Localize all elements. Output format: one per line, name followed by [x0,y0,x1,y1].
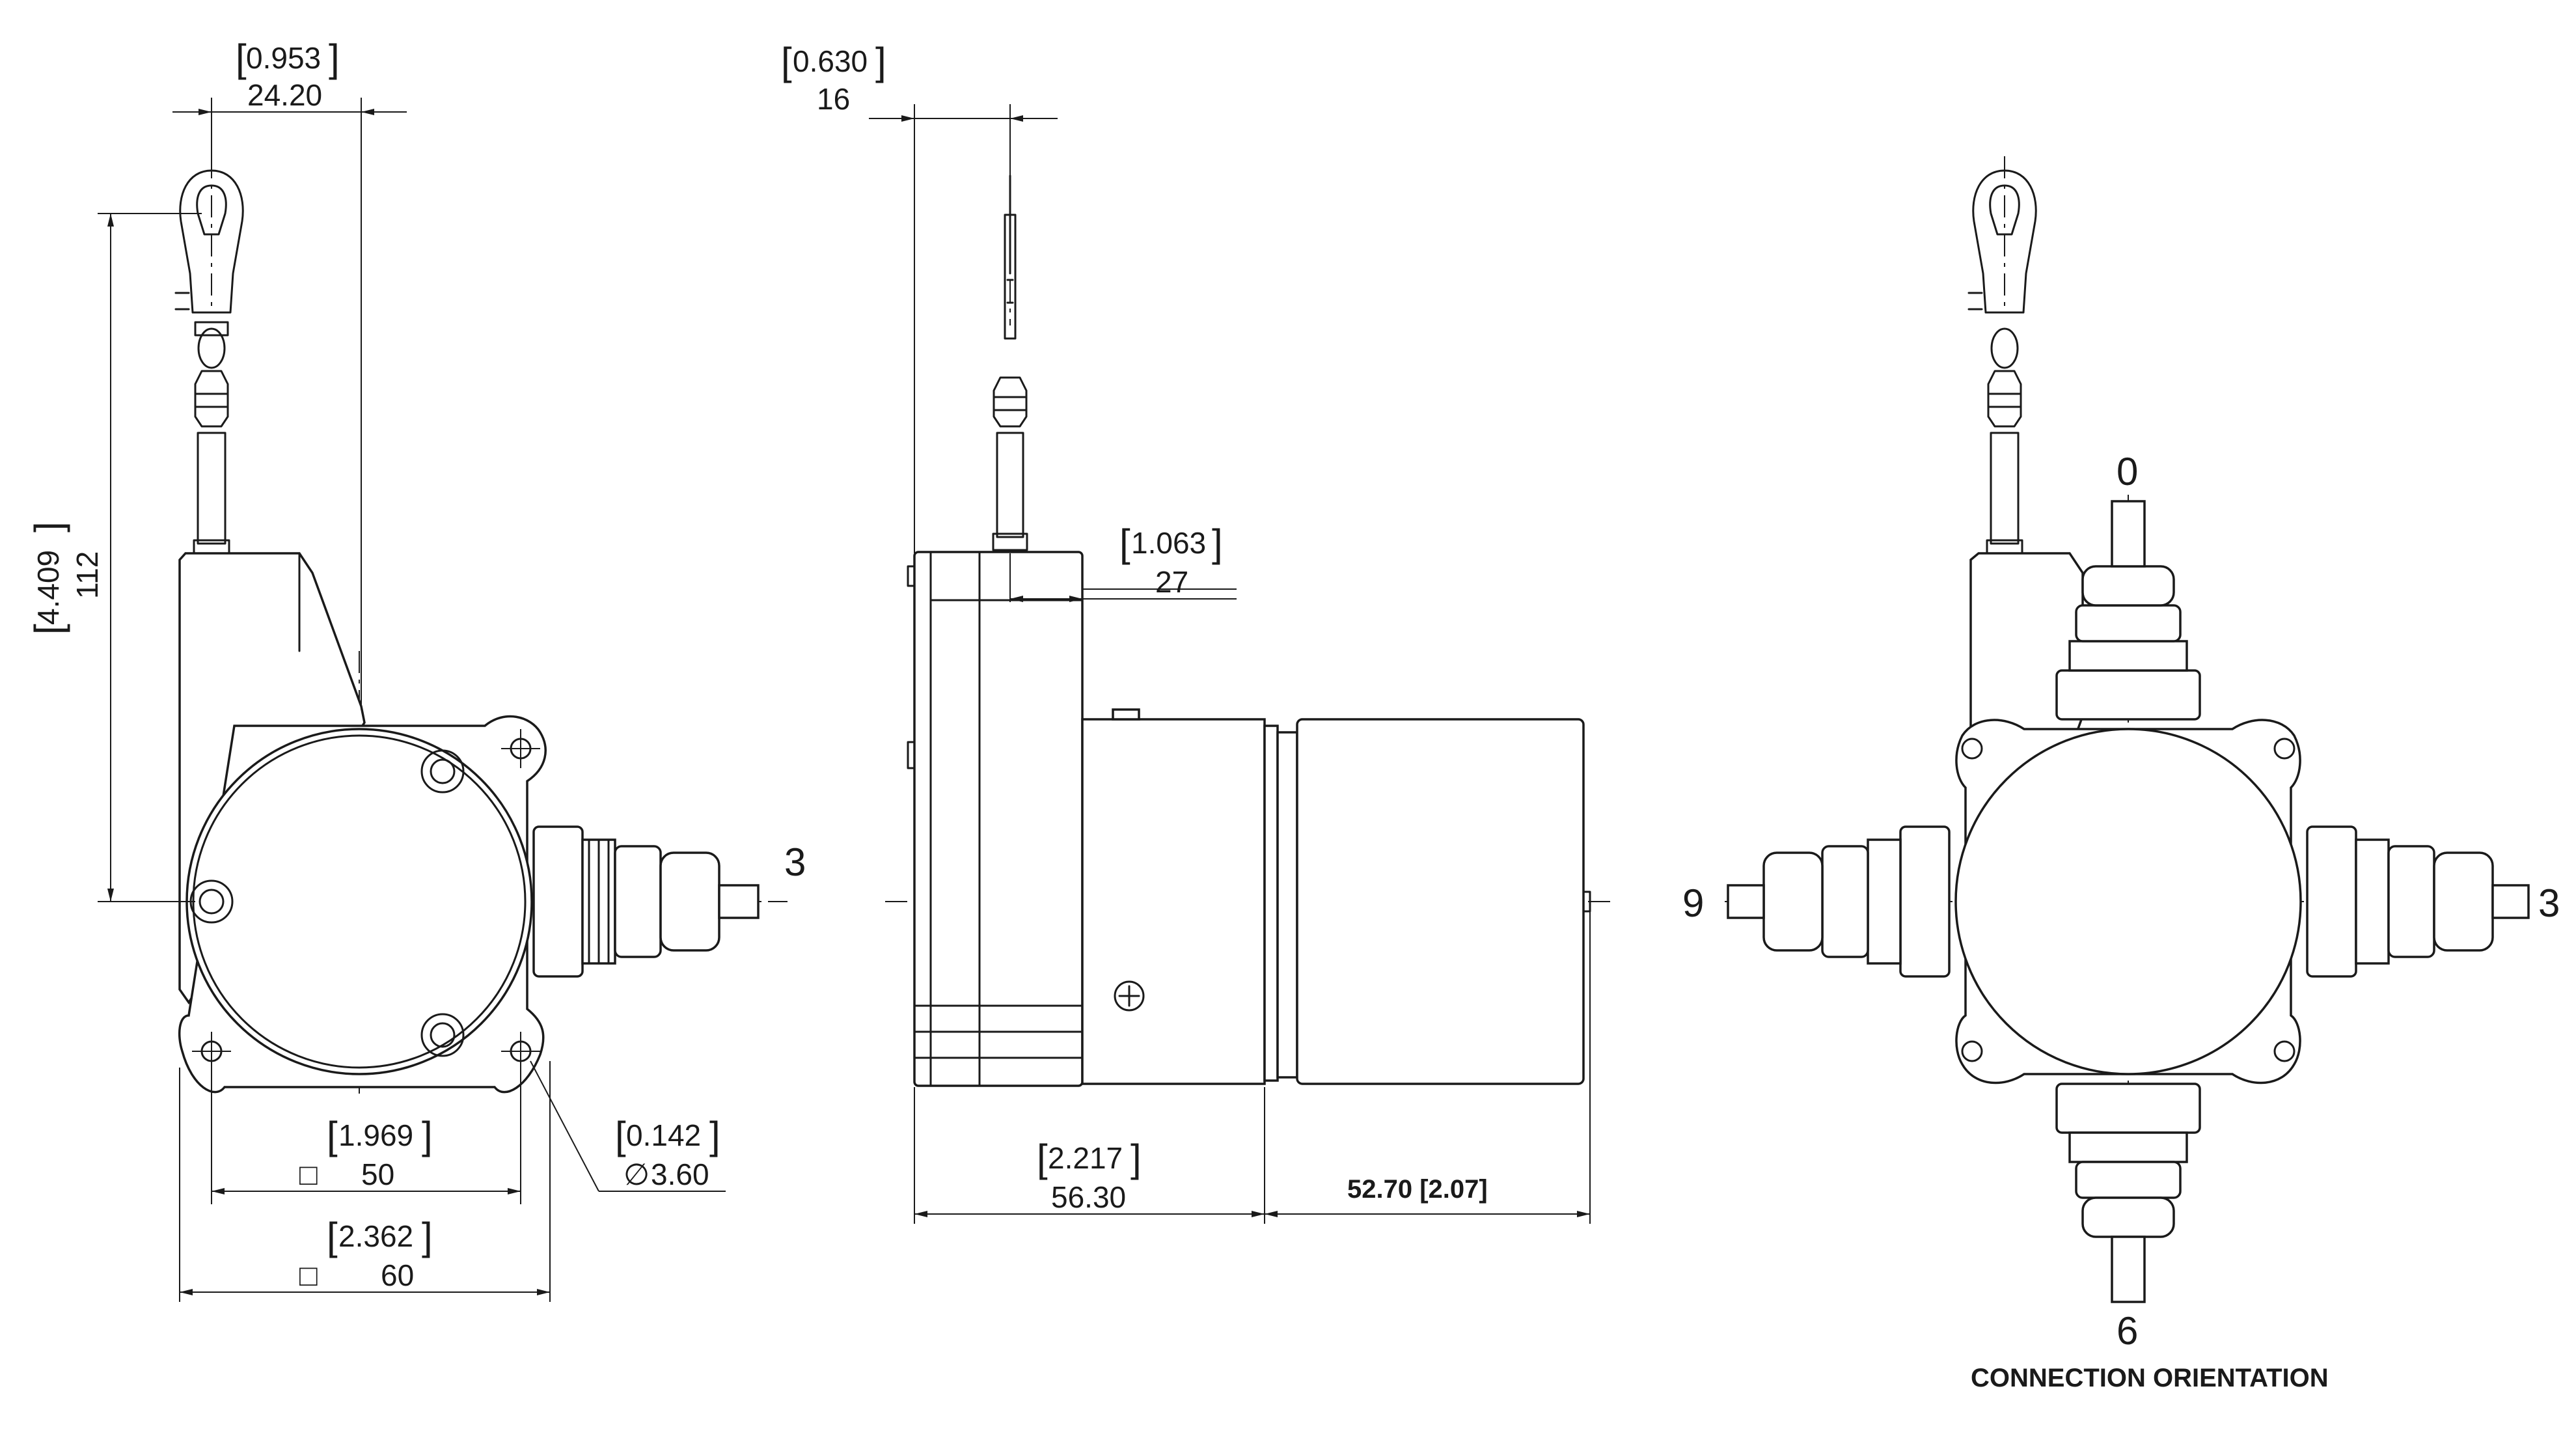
dim-side-length-inch: 2.217 [1048,1141,1123,1175]
dim-side-cable-mm: 16 [817,82,850,116]
side-view: [ 0.630 ] 16 [ 1.063 ] 27 [ 2.217 ] 56.3… [781,40,1614,1224]
mounting-hole [192,729,540,1071]
dim-side-drum-inch: 1.063 [1131,526,1206,560]
orientation-caption: CONNECTION ORIENTATION [1971,1364,2329,1392]
svg-text:[: [ [781,40,792,83]
svg-text:[: [ [615,1114,626,1157]
svg-text:[: [ [327,1114,338,1157]
svg-text:[: [ [1119,521,1130,565]
orientation-top-label: 0 [2117,450,2138,493]
dim-hole-diameter-symbol: ∅ [623,1157,650,1191]
connector-left [1727,825,1951,978]
dim-bolt-square-symbol: □ [299,1157,318,1191]
svg-text:[: [ [1037,1137,1048,1180]
dim-bolt-pattern-mm: 50 [361,1157,394,1191]
cable-clevis [174,169,244,555]
orientation-right-label: 3 [2538,881,2560,925]
connector-top [2055,500,2201,721]
dim-flange-square-symbol: □ [299,1258,318,1292]
dim-side-length-mm: 56.30 [1051,1180,1126,1214]
dim-bolt-pattern-inch: 1.969 [338,1118,413,1152]
orientation-clevis [1967,169,2037,555]
svg-text:[: [ [27,624,70,635]
svg-text:]: ] [422,1114,433,1157]
orientation-bottom-label: 6 [2117,1309,2138,1353]
svg-text:]: ] [709,1114,720,1157]
dim-hole-mm: 3.60 [651,1157,709,1191]
front-view: 3 [ 0.953 ] 24.20 [ 4.409 ] 112 [ 1.969 … [27,36,806,1302]
orientation-left-label: 9 [1682,881,1704,925]
mounting-hole [1961,738,2295,1062]
dim-side-drum-mm: 27 [1155,565,1188,599]
orientation-view: 0 3 6 9 CONNECTION ORIENTATION [1682,156,2560,1392]
dim-front-height-mm: 112 [70,551,104,599]
dim-hole-inch: 0.142 [626,1118,701,1152]
screw [189,749,465,1057]
svg-text:]: ] [329,36,340,80]
dim-front-height-inch: 4.409 [31,550,65,625]
svg-text:[: [ [236,36,247,80]
svg-text:]: ] [1130,1137,1142,1180]
svg-text:]: ] [27,521,70,532]
connector-bottom [2055,1083,2201,1303]
dim-flange-inch: 2.362 [338,1219,413,1253]
svg-text:]: ] [1212,521,1223,565]
svg-text:[: [ [327,1215,338,1258]
svg-text:]: ] [422,1215,433,1258]
dim-front-width-inch: 0.953 [246,41,321,75]
dim-encoder-length: 52.70 [2.07] [1347,1175,1488,1204]
orientation-front-label: 3 [784,840,806,884]
dim-front-width-mm: 24.20 [247,78,322,112]
connector [532,825,760,978]
dim-flange-mm: 60 [381,1258,414,1292]
svg-text:]: ] [875,40,886,83]
connector-right [2306,825,2530,978]
dim-side-cable-inch: 0.630 [793,44,868,78]
side-cable [992,174,1028,551]
